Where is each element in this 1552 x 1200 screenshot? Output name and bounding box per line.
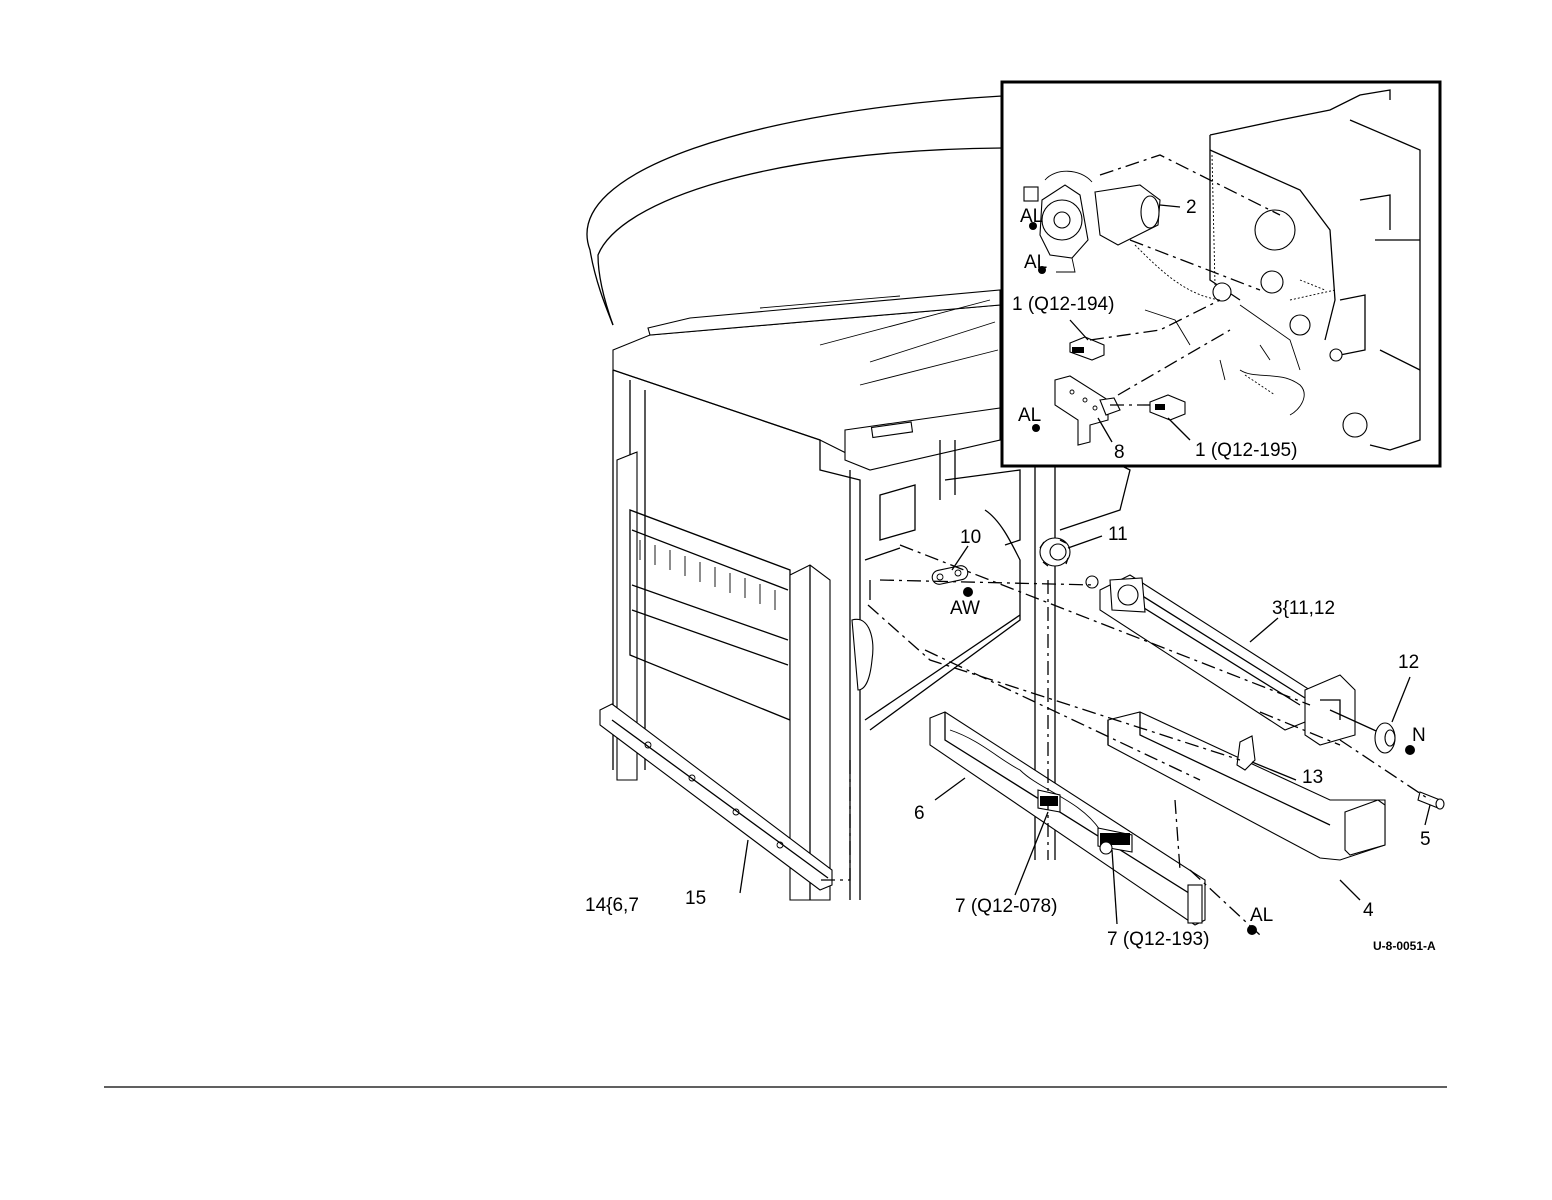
label-4: 4 (1363, 900, 1374, 921)
label-n: N (1412, 725, 1426, 746)
label-15: 15 (685, 888, 706, 909)
label-al-mid: AL (1024, 252, 1047, 273)
label-14: 14{6,7 (585, 895, 639, 916)
callout-arc (587, 82, 1002, 325)
label-10: 10 (960, 527, 981, 548)
label-12: 12 (1398, 652, 1419, 673)
label-3: 3{11,12 (1272, 598, 1335, 619)
label-1-q12-195: 1 (Q12-195) (1195, 440, 1297, 461)
label-7-q12-078: 7 (Q12-078) (955, 896, 1057, 917)
part-5-pin (1418, 792, 1444, 809)
label-5: 5 (1420, 829, 1431, 850)
label-aw: AW (950, 598, 980, 619)
label-11: 11 (1108, 524, 1128, 545)
label-al-inset: AL (1018, 405, 1041, 426)
label-al-bottom: AL (1250, 905, 1273, 926)
part-11-gear (1040, 538, 1070, 566)
label-13: 13 (1302, 767, 1323, 788)
label-1-q12-194: 1 (Q12-194) (1012, 294, 1114, 315)
figure-id: U-8-0051-A (1373, 939, 1436, 953)
label-al-top: AL (1020, 206, 1043, 227)
label-7-q12-193: 7 (Q12-193) (1107, 929, 1209, 950)
label-8: 8 (1114, 442, 1125, 463)
label-6: 6 (914, 803, 925, 824)
label-2: 2 (1186, 197, 1197, 218)
detail-inset (1002, 82, 1440, 466)
